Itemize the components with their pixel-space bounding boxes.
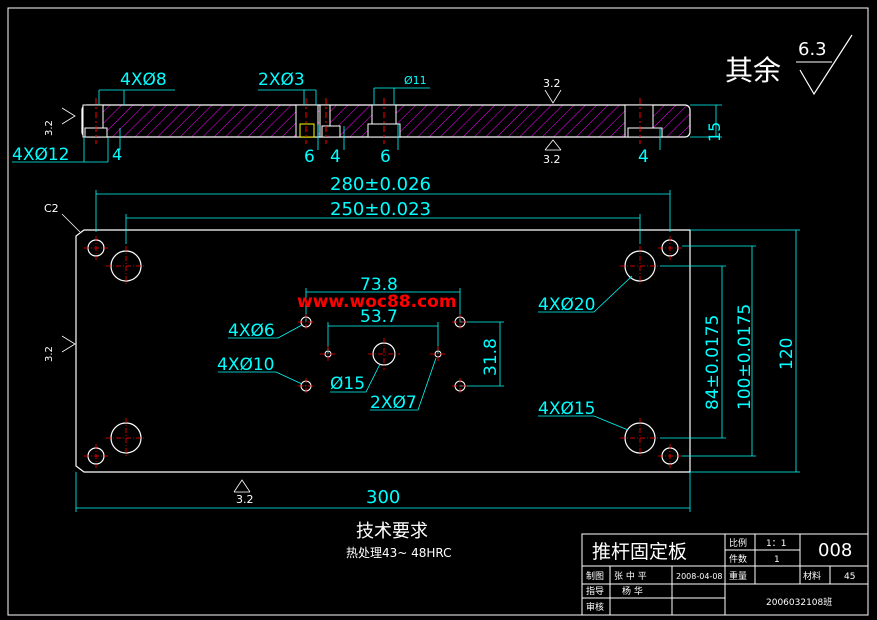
- depth-6-a: 6: [304, 147, 315, 167]
- notes-line1: 热处理43~ 48HRC: [346, 546, 452, 560]
- plan-roughness-marks: 3.2 3.2: [44, 335, 254, 506]
- dim-120: 120: [777, 338, 797, 370]
- label-11: Ø11: [404, 74, 427, 87]
- dim-73-8: 73.8: [360, 275, 398, 295]
- drawing-number: 008: [818, 540, 852, 561]
- label-4x12: 4XØ12: [12, 145, 69, 165]
- depth-6-b: 6: [380, 147, 391, 167]
- dim-250: 250±0.023: [330, 199, 431, 220]
- label-4x20: 4XØ20: [538, 295, 595, 315]
- qty-label: 件数: [729, 553, 747, 565]
- depth-4-right: 4: [638, 147, 649, 167]
- dim-280: 280±0.026: [330, 174, 431, 195]
- check-label: 审核: [586, 601, 604, 613]
- label-2x3: 2XØ3: [258, 70, 305, 90]
- roughness-left-side: 3.2: [44, 120, 55, 136]
- drawn-label: 制图: [586, 570, 604, 582]
- weight-label: 重量: [729, 570, 747, 582]
- depth-4-left: 4: [112, 145, 122, 164]
- general-roughness-symbol: 其余 6.3: [725, 34, 853, 96]
- general-roughness-value: 6.3: [798, 39, 827, 60]
- roughness-front-bottom: 3.2: [236, 493, 254, 506]
- drawn-name: 张 中 平: [614, 570, 647, 582]
- holes: [87, 239, 679, 465]
- guide-name: 杨 华: [622, 585, 643, 597]
- roughness-front-left: 3.2: [44, 346, 55, 362]
- scale-label: 比例: [729, 537, 747, 549]
- dim-53-7: 53.7: [360, 307, 398, 327]
- general-roughness-label: 其余: [725, 54, 781, 87]
- label-15: Ø15: [330, 374, 365, 394]
- drawn-date: 2008-04-08: [676, 572, 723, 581]
- notes-title: 技术要求: [356, 521, 428, 542]
- title-block: 推杆固定板 比例 1：1 件数 1 008 制图 张 中 平 2008-04-0…: [581, 533, 869, 616]
- chamfer-c2: C2: [44, 202, 59, 215]
- label-4x15: 4XØ15: [538, 399, 595, 419]
- section-view: 4XØ8 2XØ3 Ø11 4XØ12 4 6 4 6 4 15 3.2 3.2…: [12, 70, 724, 167]
- part-name: 推杆固定板: [592, 541, 687, 563]
- section-roughness-marks: 3.2 3.2 3.2: [44, 77, 562, 166]
- guide-label: 指导: [586, 585, 604, 597]
- label-4x8: 4XØ8: [120, 70, 167, 90]
- plan-view: C2: [44, 174, 800, 512]
- scale-value: 1：1: [766, 539, 786, 549]
- label-2x7: 2XØ7: [370, 393, 417, 413]
- dim-100: 100±0.0175: [735, 304, 755, 410]
- class-id: 2006032108班: [766, 596, 832, 608]
- thickness-15: 15: [705, 122, 724, 142]
- label-4x6: 4XØ6: [228, 321, 275, 341]
- dim-84: 84±0.0175: [703, 315, 723, 410]
- watermark: www.woc88.com: [297, 292, 457, 312]
- qty-value: 1: [774, 555, 780, 565]
- depth-4-mid: 4: [330, 147, 341, 167]
- dim-31-8: 31.8: [481, 338, 501, 376]
- label-4x10: 4XØ10: [217, 355, 274, 375]
- material-value: 45: [844, 572, 855, 582]
- roughness-bottom: 3.2: [543, 153, 561, 166]
- roughness-top: 3.2: [543, 77, 561, 90]
- drawing-border: [7, 7, 869, 616]
- material-label: 材料: [803, 570, 821, 582]
- dim-300: 300: [366, 487, 400, 508]
